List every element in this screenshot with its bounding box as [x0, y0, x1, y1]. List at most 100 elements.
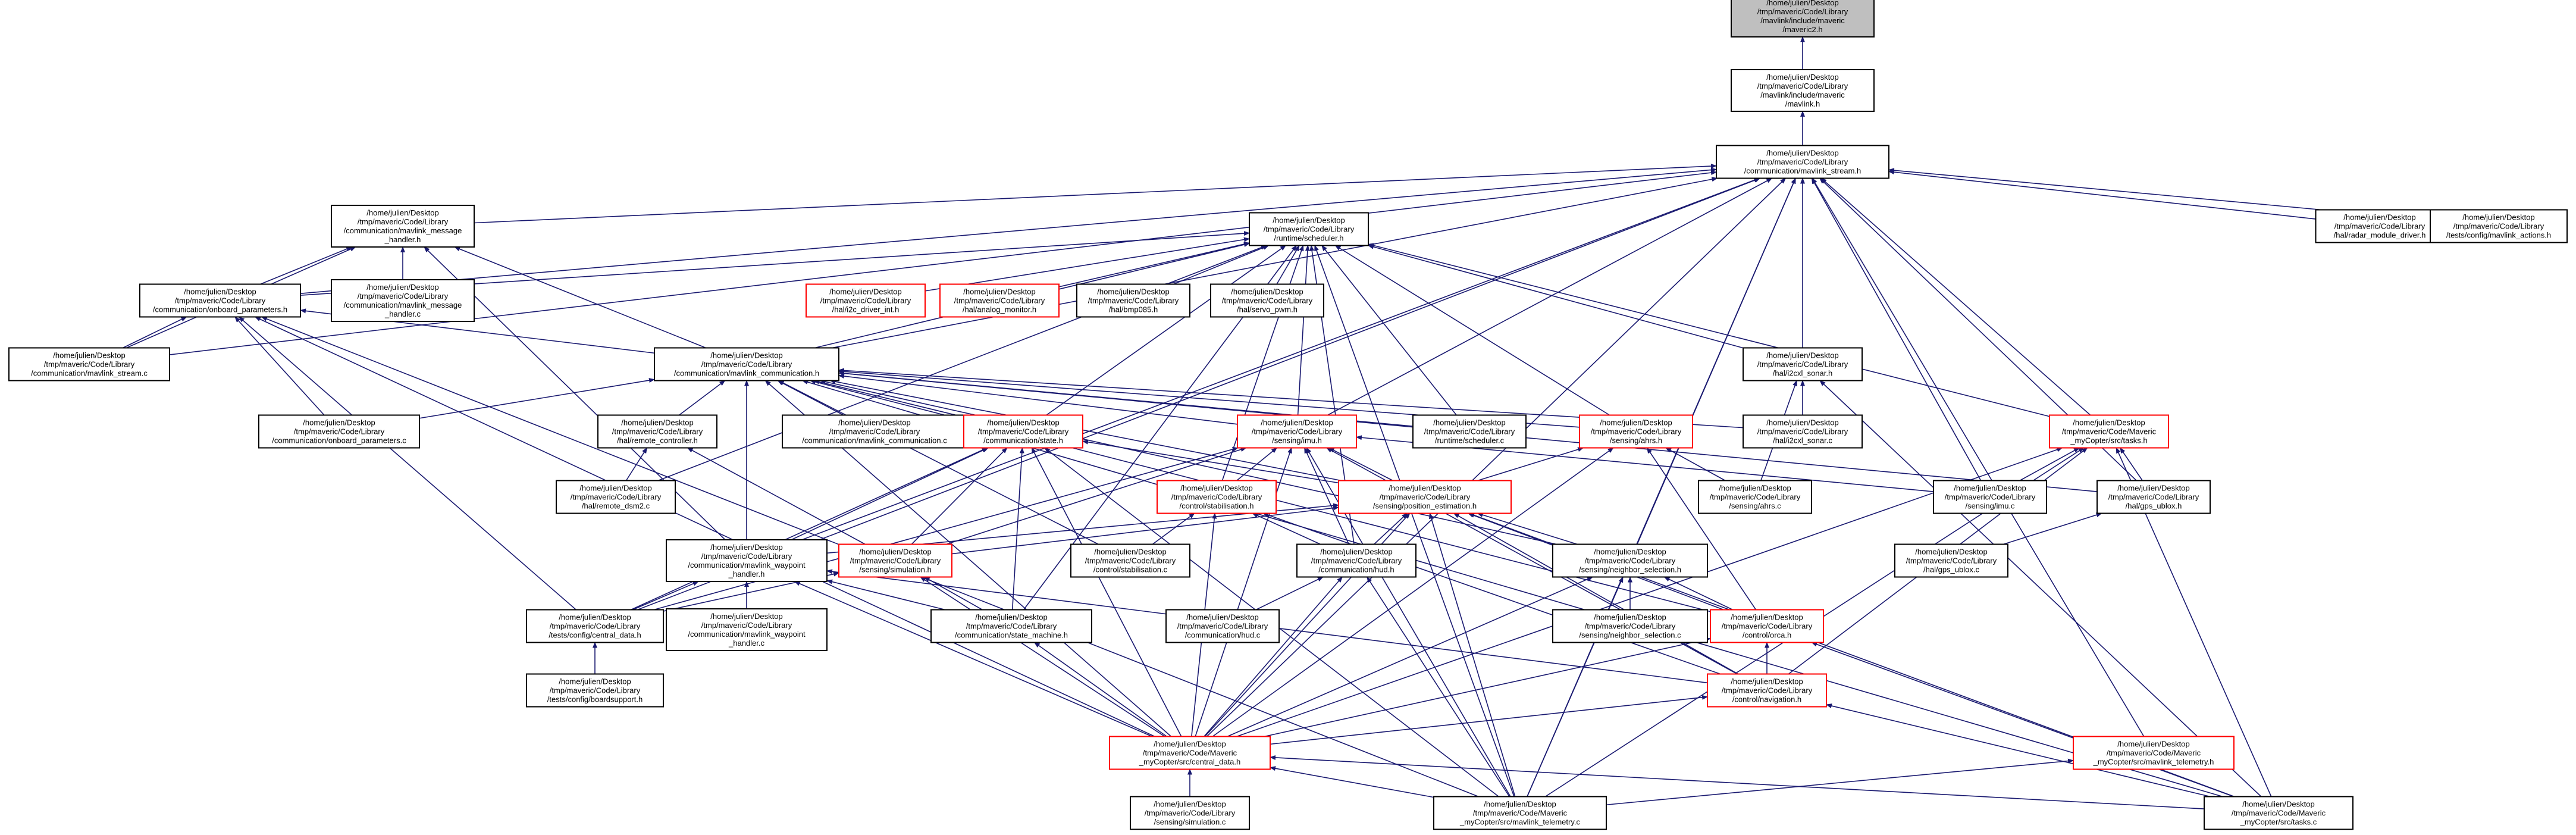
node-mavlink-communication-h[interactable]: /home/julien/Desktop/tmp/maveric/Code/Li… [654, 347, 839, 381]
edge-line [631, 447, 988, 611]
node-mavlink-telemetry-c[interactable]: /home/julien/Desktop/tmp/maveric/Code/Ma… [1433, 796, 1607, 830]
edge-line [1303, 447, 1350, 545]
node-scheduler-c[interactable]: /home/julien/Desktop/tmp/maveric/Code/Li… [1412, 414, 1527, 449]
node-label-line: /sensing/imu.h [1272, 436, 1322, 445]
edge-state-h-to-mavlink-communication-h [813, 379, 964, 418]
node-box [2096, 480, 2211, 514]
edge-line [777, 380, 844, 416]
node-position-estimation-h[interactable]: /home/julien/Desktop/tmp/maveric/Code/Li… [1338, 480, 1512, 514]
node-label-line: /home/julien/Desktop [1766, 351, 1838, 360]
node-stabilisation-c[interactable]: /home/julien/Desktop/tmp/maveric/Code/Li… [1070, 543, 1190, 578]
node-hud-h[interactable]: /home/julien/Desktop/tmp/maveric/Code/Li… [1296, 543, 1417, 578]
edge-i2cxl-sonar-h-to-scheduler-h [1368, 244, 1744, 349]
edge-line [923, 576, 983, 611]
node-mavlink-message-handler-c[interactable]: /home/julien/Desktop/tmp/maveric/Code/Li… [331, 279, 475, 322]
node-box [1412, 414, 1527, 449]
node-box [1210, 283, 1324, 318]
node-state-h[interactable]: /home/julien/Desktop/tmp/maveric/Code/Li… [963, 414, 1083, 449]
node-gps-ublox-c[interactable]: /home/julien/Desktop/tmp/maveric/Code/Li… [1894, 543, 2008, 578]
edge-line [1255, 576, 1324, 611]
edge-simulation-h-to-position-estimation-h [951, 505, 1339, 555]
edge-stabilisation-c-to-stabilisation-h [1152, 512, 1195, 545]
node-imu-h[interactable]: /home/julien/Desktop/tmp/maveric/Code/Li… [1237, 414, 1357, 449]
node-i2cxl-sonar-c[interactable]: /home/julien/Desktop/tmp/maveric/Code/Li… [1743, 414, 1863, 449]
node-simulation-c[interactable]: /home/julien/Desktop/tmp/maveric/Code/Li… [1130, 796, 1250, 830]
edge-line [1374, 512, 1408, 545]
node-tasks-h[interactable]: /home/julien/Desktop/tmp/maveric/Code/Ma… [2049, 414, 2169, 449]
edge-mavlink-communication-h-to-mavlink-message-handler-h [454, 246, 706, 349]
edge-imu-h-to-mavlink-stream-h [1327, 177, 1773, 416]
node-state-machine-h[interactable]: /home/julien/Desktop/tmp/maveric/Code/Li… [930, 609, 1092, 643]
node-label-line: /home/julien/Desktop [963, 287, 1035, 296]
node-mavlink-waypoint-handler-h[interactable]: /home/julien/Desktop/tmp/maveric/Code/Li… [666, 539, 828, 582]
node-stabilisation-h[interactable]: /home/julien/Desktop/tmp/maveric/Code/Li… [1157, 480, 1277, 514]
node-neighbor-selection-c[interactable]: /home/julien/Desktop/tmp/maveric/Code/Li… [1552, 609, 1708, 643]
node-central-data-h-tests[interactable]: /home/julien/Desktop/tmp/maveric/Code/Li… [526, 609, 664, 643]
node-analog-monitor-h[interactable]: /home/julien/Desktop/tmp/maveric/Code/Li… [939, 283, 1060, 318]
node-simulation-h[interactable]: /home/julien/Desktop/tmp/maveric/Code/Li… [838, 543, 952, 578]
node-box [1076, 283, 1190, 318]
edge-line [951, 505, 1339, 555]
node-mavlink-waypoint-handler-c[interactable]: /home/julien/Desktop/tmp/maveric/Code/Li… [666, 608, 828, 651]
node-label-line: /hal/i2cxl_sonar.h [1773, 369, 1832, 378]
edge-line [2003, 512, 2102, 545]
node-label-line: /home/julien/Desktop [829, 287, 901, 296]
node-box [1710, 609, 1824, 643]
node-ahrs-c[interactable]: /home/julien/Desktop/tmp/maveric/Code/Li… [1698, 480, 1812, 514]
node-i2cxl-sonar-h[interactable]: /home/julien/Desktop/tmp/maveric/Code/Li… [1743, 347, 1863, 381]
node-box [1296, 543, 1417, 578]
node-scheduler-h[interactable]: /home/julien/Desktop/tmp/maveric/Code/Li… [1249, 212, 1369, 246]
edge-line [1297, 245, 1310, 415]
edge-imu-c-to-tasks-h [2019, 447, 2080, 481]
edge-line [1058, 242, 1250, 287]
edge-tasks-h-to-scheduler-h [1368, 243, 2050, 417]
node-label-line: /tmp/maveric/Code/Library [1757, 427, 1848, 436]
node-central-data-h[interactable]: /home/julien/Desktop/tmp/maveric/Code/Ma… [1109, 736, 1271, 770]
node-mavlink-h[interactable]: /home/julien/Desktop/tmp/maveric/Code/Li… [1731, 69, 1875, 112]
node-navigation-h[interactable]: /home/julien/Desktop/tmp/maveric/Code/Li… [1707, 673, 1827, 708]
node-mavlink-stream-h[interactable]: /home/julien/Desktop/tmp/maveric/Code/Li… [1716, 145, 1889, 179]
edge-servo-pwm-h-to-scheduler-h [1276, 245, 1300, 284]
node-hud-c[interactable]: /home/julien/Desktop/tmp/maveric/Code/Li… [1165, 609, 1280, 643]
node-radar-module-driver-h[interactable]: /home/julien/Desktop/tmp/maveric/Code/Li… [2315, 209, 2445, 243]
edge-line [1819, 380, 2262, 798]
node-label-line: /home/julien/Desktop [1600, 418, 1672, 427]
edge-line [2019, 447, 2080, 481]
node-remote-dsm2-c[interactable]: /home/julien/Desktop/tmp/maveric/Code/Li… [556, 480, 676, 514]
node-tasks-c[interactable]: /home/julien/Desktop/tmp/maveric/Code/Ma… [2204, 796, 2354, 830]
node-gps-ublox-h[interactable]: /home/julien/Desktop/tmp/maveric/Code/Li… [2096, 480, 2211, 514]
edge-line [1082, 439, 1339, 484]
node-onboard-parameters-c[interactable]: /home/julien/Desktop/tmp/maveric/Code/Li… [258, 414, 420, 449]
node-imu-c[interactable]: /home/julien/Desktop/tmp/maveric/Code/Li… [1933, 480, 2047, 514]
node-label-line: /communication/mavlink_stream.h [1744, 167, 1862, 176]
node-label-line: /tmp/maveric/Code/Library [1757, 158, 1848, 167]
node-mavlink-communication-c[interactable]: /home/julien/Desktop/tmp/maveric/Code/Li… [782, 414, 967, 449]
node-label-line: /home/julien/Desktop [1261, 418, 1333, 427]
node-neighbor-selection-h[interactable]: /home/julien/Desktop/tmp/maveric/Code/Li… [1552, 543, 1708, 578]
node-mavlink-actions-h[interactable]: /home/julien/Desktop/tmp/maveric/Code/Li… [2430, 209, 2568, 243]
node-remote-controller-h[interactable]: /home/julien/Desktop/tmp/maveric/Code/Li… [597, 414, 717, 449]
node-ahrs-h[interactable]: /home/julien/Desktop/tmp/maveric/Code/Li… [1579, 414, 1693, 449]
node-mavlink-telemetry-h[interactable]: /home/julien/Desktop/tmp/maveric/Code/Ma… [2073, 736, 2235, 770]
node-orca-h[interactable]: /home/julien/Desktop/tmp/maveric/Code/Li… [1710, 609, 1824, 643]
node-label-line: /tests/config/central_data.h [549, 631, 641, 640]
edge-central-data-h-to-ahrs-h [1212, 447, 1614, 737]
node-boardsupport-h[interactable]: /home/julien/Desktop/tmp/maveric/Code/Li… [526, 673, 664, 708]
node-bmp085-h[interactable]: /home/julien/Desktop/tmp/maveric/Code/Li… [1076, 283, 1190, 318]
node-box [2204, 796, 2354, 830]
node-servo-pwm-h[interactable]: /home/julien/Desktop/tmp/maveric/Code/Li… [1210, 283, 1324, 318]
node-mavlink-stream-c[interactable]: /home/julien/Desktop/tmp/maveric/Code/Li… [8, 347, 170, 381]
edge-line [1204, 576, 1343, 737]
edge-tasks-h-to-mavlink-stream-h [1820, 177, 2091, 416]
edge-line [1812, 177, 2145, 737]
node-label-line: /tmp/maveric/Code/Library [966, 622, 1057, 631]
node-label-line: /sensing/position_estimation.h [1373, 502, 1477, 511]
node-mavlink-message-handler-h[interactable]: /home/julien/Desktop/tmp/maveric/Code/Li… [331, 205, 475, 248]
edge-central-data-h-tests-to-imu-h [654, 447, 1239, 611]
node-label-line: /hal/analog_monitor.h [963, 305, 1036, 314]
edge-line [801, 380, 2223, 798]
node-box [1130, 796, 1250, 830]
node-i2c-driver-int-h[interactable]: /home/julien/Desktop/tmp/maveric/Code/Li… [806, 283, 926, 318]
node-onboard-parameters-h[interactable]: /home/julien/Desktop/tmp/maveric/Code/Li… [139, 283, 301, 318]
node-label-line: /tmp/maveric/Code/Library [358, 292, 449, 301]
